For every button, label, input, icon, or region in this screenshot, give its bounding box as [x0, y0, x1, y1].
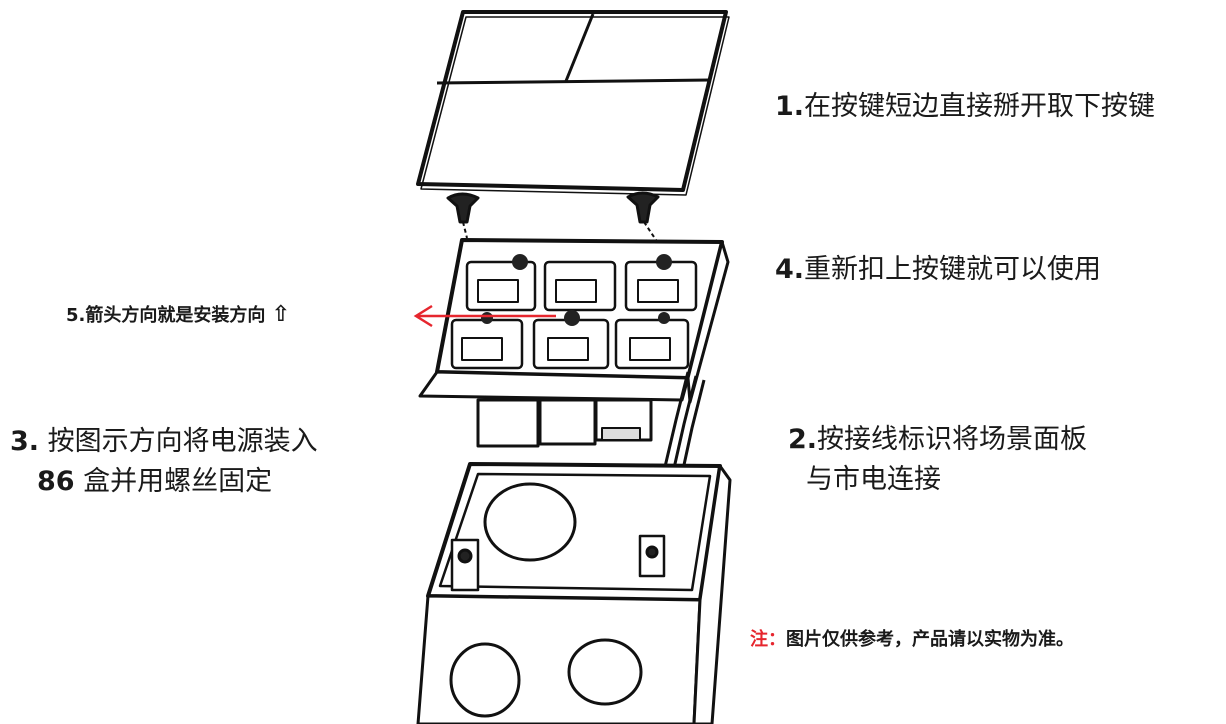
step-5-label: 5.箭头方向就是安装方向 ⇧	[66, 301, 290, 327]
step-4-label: 4.重新扣上按键就可以使用	[775, 247, 1101, 286]
step-2-line-2: 与市电连接	[788, 460, 1087, 500]
step-2-label: 2.按接线标识将场景面板 与市电连接	[788, 420, 1087, 500]
step-1-number: 1.	[775, 91, 805, 122]
note-label: 注：	[750, 629, 786, 650]
mounting-box-86	[416, 462, 732, 724]
step-3-box-size: 86	[37, 466, 75, 497]
step-3-line-2: 86 盒并用螺丝固定	[10, 462, 318, 502]
step-5-text: 5.箭头方向就是安装方向	[66, 305, 266, 326]
screw-left	[446, 192, 480, 239]
step-3-number: 3.	[10, 426, 40, 457]
key-cap-plate	[416, 10, 730, 196]
step-2-text-2: 与市电连接	[806, 464, 941, 495]
step-3-label: 3. 按图示方向将电源装入 86 盒并用螺丝固定	[10, 422, 318, 502]
note-text: 图片仅供参考，产品请以实物为准。	[786, 629, 1074, 650]
step-2-number: 2.	[788, 424, 818, 455]
direction-arrow	[413, 304, 556, 328]
step-3-text-1: 按图示方向将电源装入	[47, 426, 318, 457]
disclaimer-note: 注：图片仅供参考，产品请以实物为准。	[750, 625, 1074, 651]
step-4-text: 重新扣上按键就可以使用	[804, 254, 1102, 285]
step-2-text-1: 按接线标识将场景面板	[817, 424, 1088, 455]
up-arrow-icon: ⇧	[271, 302, 291, 327]
step-4-number: 4.	[775, 254, 805, 285]
screw-right	[626, 191, 660, 241]
switch-module	[418, 238, 730, 448]
step-1-text: 在按键短边直接掰开取下按键	[804, 91, 1156, 122]
step-1-label: 1.在按键短边直接掰开取下按键	[775, 84, 1155, 123]
step-3-text-2: 盒并用螺丝固定	[83, 466, 273, 497]
step-3-line-1: 3. 按图示方向将电源装入	[10, 422, 318, 462]
step-2-line-1: 2.按接线标识将场景面板	[788, 420, 1087, 460]
